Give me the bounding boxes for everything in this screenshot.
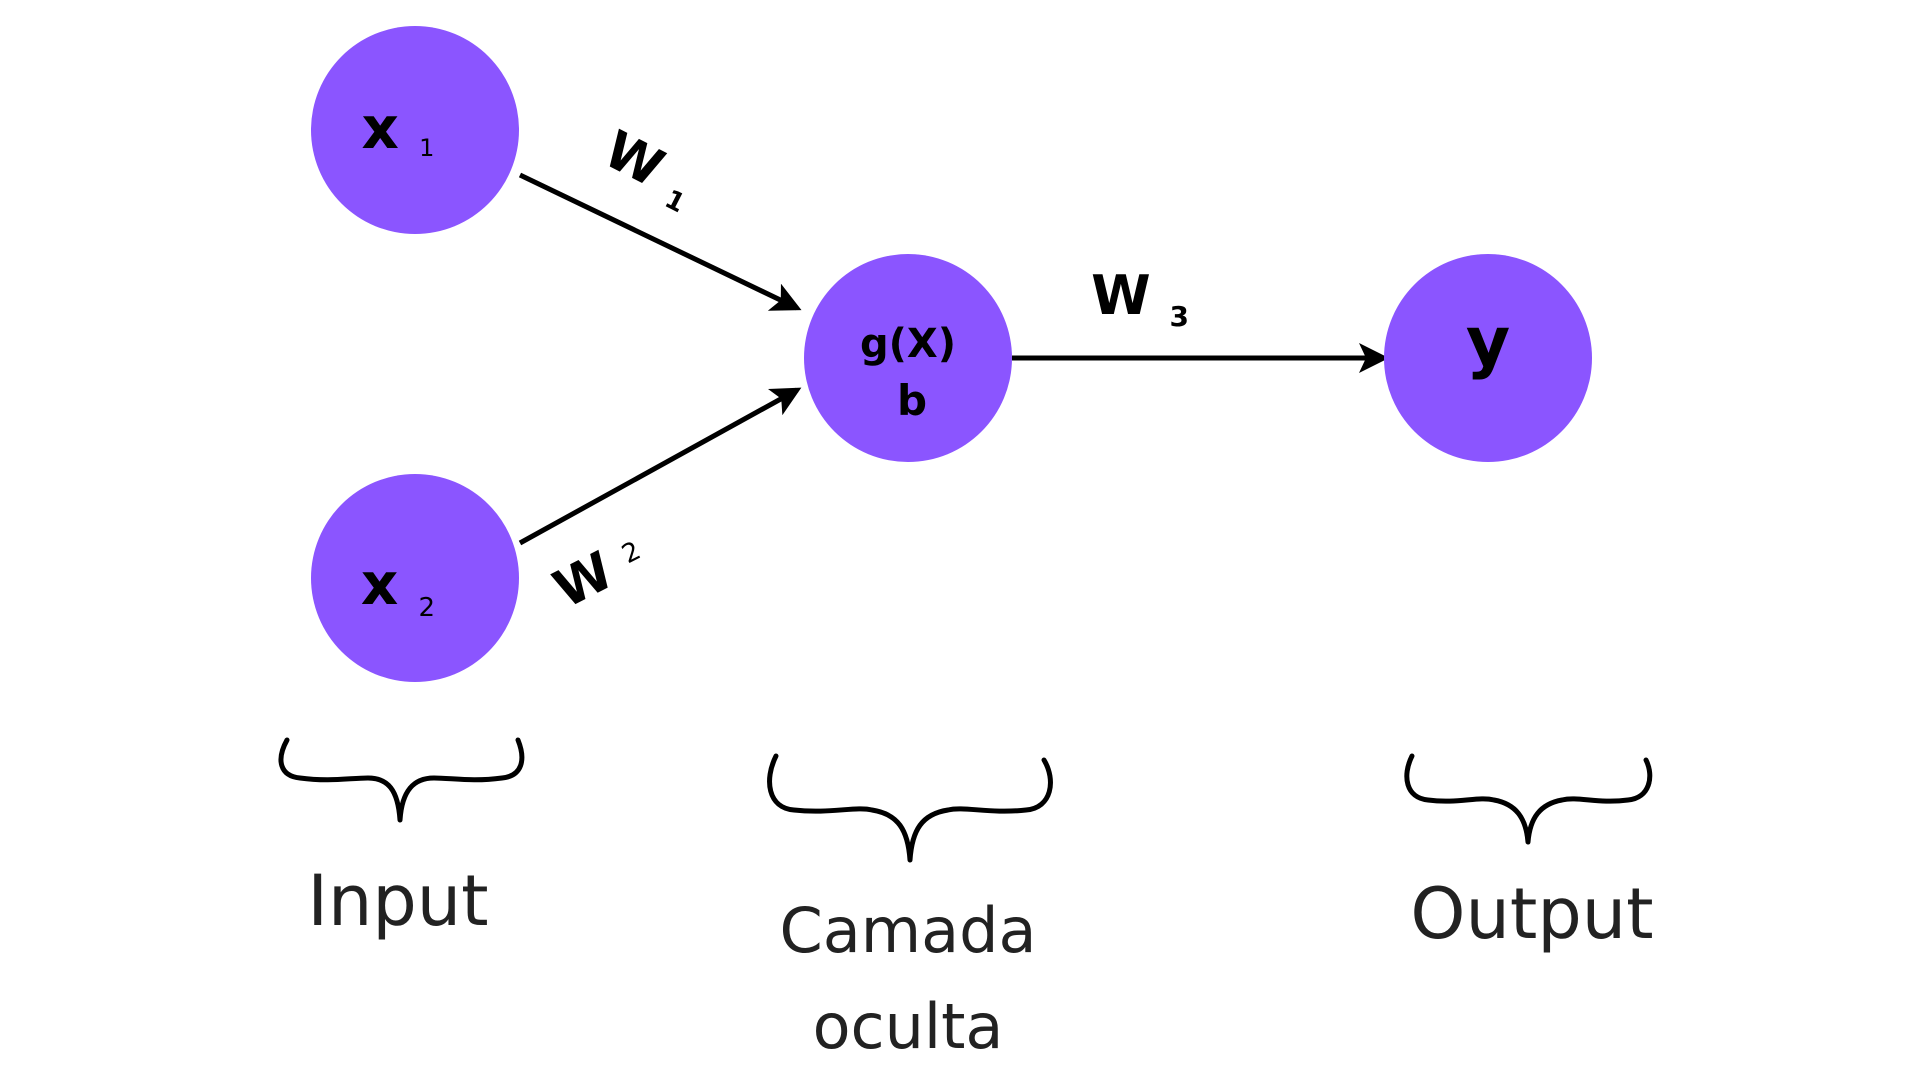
node-x2-label: x 2 xyxy=(361,550,435,623)
brace-output xyxy=(1404,753,1653,845)
weight-w1-subscript: 1 xyxy=(660,184,690,219)
brace-hidden xyxy=(767,753,1053,863)
node-hidden: g(X) b xyxy=(804,254,1012,462)
node-x1-circle xyxy=(311,26,519,234)
node-x2-circle xyxy=(311,474,519,682)
weight-w2-label: W 2 xyxy=(545,525,654,620)
node-x1-subscript: 1 xyxy=(419,134,434,162)
weight-w3-subscript: 3 xyxy=(1169,300,1188,333)
weight-w2: W 2 xyxy=(545,525,654,621)
caption-output: Output xyxy=(1410,873,1653,955)
brace-input xyxy=(278,737,525,823)
weight-w1: W 1 xyxy=(593,120,705,220)
node-x2-main: x xyxy=(361,550,398,618)
node-hidden-function-label: g(X) xyxy=(860,321,956,367)
weight-w1-main: W xyxy=(594,120,672,200)
caption-hidden-line1: Camada xyxy=(779,894,1036,967)
weight-w3-label: W 3 xyxy=(1091,264,1189,333)
node-x1-label: x 1 xyxy=(362,94,435,162)
node-x2-subscript: 2 xyxy=(419,593,436,623)
node-x1-main: x xyxy=(362,94,399,162)
weight-w3-main: W xyxy=(1091,264,1151,327)
node-y-circle xyxy=(1384,254,1592,462)
weight-w2-main: W xyxy=(545,541,623,621)
node-hidden-bias-label: b xyxy=(897,376,927,425)
weight-w2-subscript: 2 xyxy=(617,536,645,570)
node-y: y xyxy=(1384,254,1592,462)
caption-hidden-line2: oculta xyxy=(813,990,1004,1063)
edge-x1-to-hidden xyxy=(518,172,802,311)
caption-input: Input xyxy=(307,860,488,942)
node-x2: x 2 xyxy=(311,474,519,682)
edge-x2-to-hidden xyxy=(518,387,802,546)
node-x1: x 1 xyxy=(311,26,519,234)
weight-w1-label: W 1 xyxy=(593,120,705,220)
node-hidden-circle xyxy=(804,254,1012,462)
node-y-label: y xyxy=(1466,303,1510,382)
